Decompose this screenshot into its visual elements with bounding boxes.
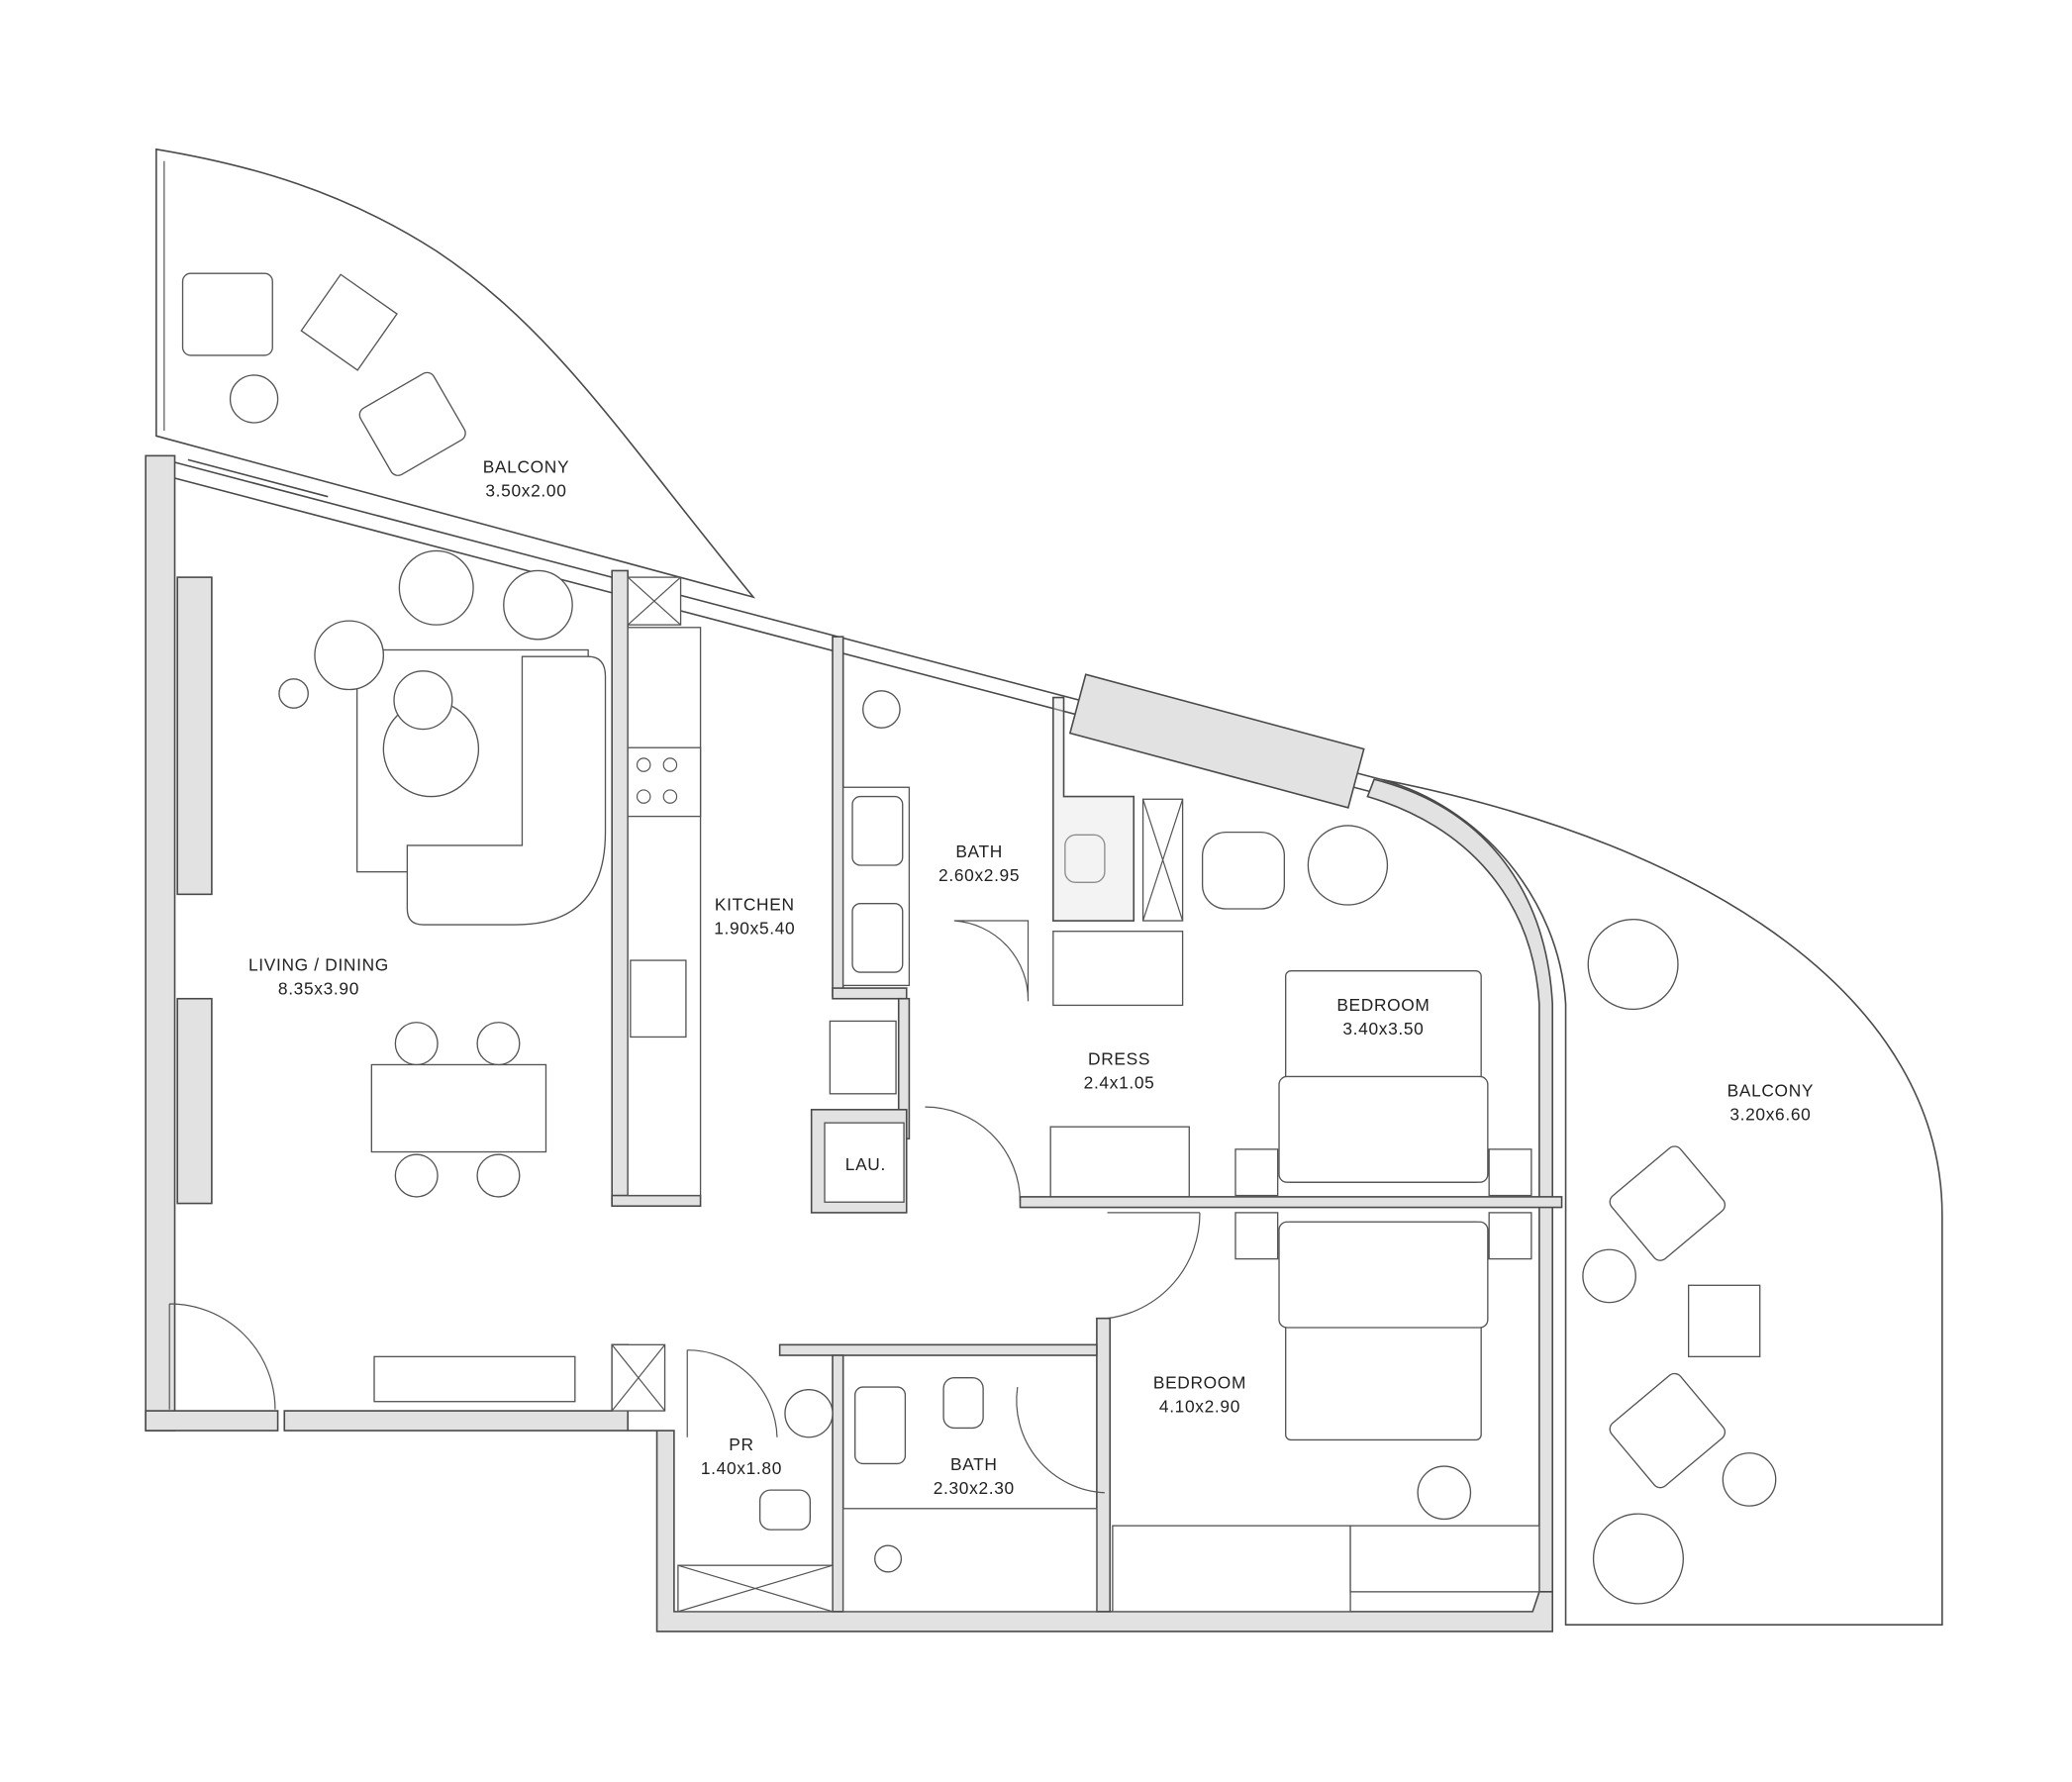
sink-icon — [851, 795, 904, 866]
plant-icon — [1722, 1452, 1777, 1507]
room-label-powder: PR — [729, 1435, 753, 1454]
dining-table — [370, 1063, 547, 1153]
sink-icon — [630, 959, 687, 1039]
nightstand — [1234, 1212, 1279, 1260]
armchair — [314, 620, 385, 691]
lounge-chair — [1609, 1145, 1727, 1261]
armchair — [1201, 831, 1286, 910]
kitchen — [611, 569, 702, 1208]
lounge-chair — [181, 272, 273, 356]
sink-icon — [784, 1389, 834, 1438]
balcony-east — [1380, 778, 1943, 1627]
sink-icon — [851, 903, 904, 973]
room-label-laundry: LAU. — [845, 1154, 886, 1174]
room-size-dress: 2.4x1.05 — [1084, 1072, 1155, 1092]
room-label-bath-2: BATH — [950, 1454, 998, 1474]
cooktop-icon — [627, 746, 702, 818]
room-size-bath-1: 2.60x2.95 — [938, 865, 1020, 885]
desk-chair — [1417, 1465, 1472, 1521]
toilet-icon — [942, 1377, 984, 1430]
side-table — [1687, 1284, 1761, 1358]
room-size-balcony-east: 3.20x6.60 — [1729, 1105, 1811, 1125]
room-size-kitchen: 1.90x5.40 — [714, 918, 795, 938]
toilet-icon — [758, 1489, 811, 1531]
room-label-bath-1: BATH — [955, 842, 1003, 861]
side-table — [300, 273, 398, 371]
entry-door — [168, 1303, 276, 1410]
room-label-bedroom-2: BEDROOM — [1153, 1372, 1246, 1392]
wardrobe — [1112, 1525, 1351, 1613]
plant-icon — [1307, 825, 1389, 906]
room-size-bedroom-2: 4.10x2.90 — [1159, 1396, 1240, 1416]
room-label-balcony-east: BALCONY — [1727, 1080, 1815, 1100]
nightstand — [1488, 1212, 1532, 1260]
room-label-bedroom-1: BEDROOM — [1336, 995, 1430, 1015]
room-label-kitchen: KITCHEN — [715, 894, 795, 914]
nightstand — [1488, 1148, 1532, 1197]
wardrobe — [1052, 931, 1184, 1007]
room-size-balcony-nw: 3.50x2.00 — [485, 481, 566, 501]
bedroom-1 — [1201, 825, 1532, 1197]
living-furniture — [168, 549, 666, 1412]
console — [373, 1355, 576, 1403]
room-size-bedroom-1: 3.40x3.50 — [1342, 1019, 1424, 1039]
plant-icon — [398, 549, 474, 626]
plant-icon — [1587, 919, 1679, 1011]
room-size-living: 8.35x3.90 — [278, 979, 359, 999]
pouf — [503, 569, 573, 641]
room-label-dress: DRESS — [1088, 1048, 1150, 1068]
desk — [1349, 1525, 1540, 1593]
sink-icon — [854, 1386, 907, 1465]
bedroom-2-area — [677, 1212, 1540, 1613]
room-label-living: LIVING / DINING — [248, 955, 389, 975]
room-size-powder: 1.40x1.80 — [701, 1458, 782, 1478]
room-labels: BALCONY 3.50x2.00 LIVING / DINING 8.35x3… — [248, 457, 1815, 1498]
nightstand — [1234, 1148, 1279, 1197]
plant-icon — [229, 374, 279, 424]
plant-icon — [1582, 1248, 1636, 1304]
room-label-balcony-nw: BALCONY — [483, 457, 569, 477]
bath-dress-area — [810, 636, 1563, 1214]
sofa — [406, 655, 607, 926]
toilet-icon — [1064, 834, 1106, 883]
lounge-chair — [358, 371, 466, 476]
wardrobe — [1049, 1126, 1190, 1201]
plant-icon — [1592, 1513, 1684, 1605]
room-size-bath-2: 2.30x2.30 — [934, 1478, 1015, 1498]
balcony-nw — [155, 148, 756, 599]
lounge-chair — [1609, 1372, 1727, 1489]
